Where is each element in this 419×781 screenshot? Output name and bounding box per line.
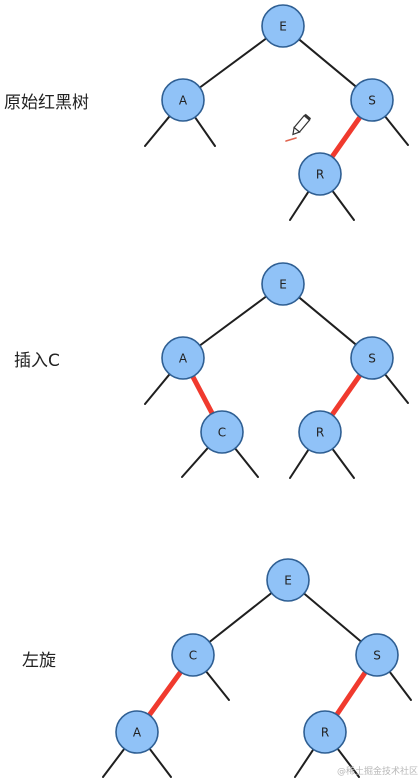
tree-node-r: R	[298, 152, 342, 196]
node-circle	[115, 710, 159, 754]
node-label: C	[189, 649, 197, 663]
stub-line-a	[102, 747, 126, 778]
node-label: S	[368, 352, 376, 366]
node-label: S	[368, 94, 376, 108]
stub-line-s	[384, 115, 409, 146]
edge-e-c	[208, 592, 273, 643]
node-circle	[200, 410, 244, 454]
stub-line-s	[388, 670, 412, 701]
stub-line-c	[234, 447, 259, 478]
edge-e-a	[198, 37, 268, 89]
tree-node-s: S	[350, 78, 394, 122]
panel-3-label: 左旋	[22, 651, 56, 671]
node-label: E	[279, 278, 287, 292]
stub-line-c	[181, 446, 210, 478]
node-label: R	[316, 426, 324, 440]
tree-node-e: E	[266, 558, 310, 602]
edge-e-s	[303, 592, 362, 643]
node-label: C	[218, 426, 226, 440]
stub-line-r	[331, 189, 355, 221]
node-circle	[161, 78, 205, 122]
edge-e-s	[298, 296, 357, 346]
node-label: E	[284, 574, 292, 588]
tree-node-s: S	[355, 633, 399, 677]
stub-line-a	[193, 116, 216, 147]
stub-line-c	[205, 670, 230, 701]
tree-node-c: C	[200, 410, 244, 454]
edges-layer	[146, 37, 368, 718]
node-circle	[350, 336, 394, 380]
edge-c-a	[146, 669, 184, 718]
node-circle	[298, 152, 342, 196]
tree-node-a: A	[161, 336, 205, 380]
tree-node-a: A	[161, 78, 205, 122]
nodes-layer: E A S R E A S C R E C S A R	[115, 4, 399, 754]
node-label: R	[321, 726, 329, 740]
node-label: R	[316, 168, 324, 182]
stub-line-a	[144, 373, 171, 405]
node-circle	[266, 558, 310, 602]
stub-line-r	[331, 447, 355, 479]
node-circle	[171, 633, 215, 677]
tree-node-r: R	[298, 410, 342, 454]
stub-line-s	[384, 373, 409, 404]
pencil-mark	[285, 137, 297, 142]
tree-node-e: E	[261, 4, 305, 48]
stub-line-r	[336, 747, 360, 778]
stubs-layer	[102, 115, 412, 778]
node-label: S	[373, 649, 381, 663]
node-circle	[303, 710, 347, 754]
edge-s-r	[329, 372, 363, 418]
tree-node-r: R	[303, 710, 347, 754]
tree-node-c: C	[171, 633, 215, 677]
edge-s-r	[334, 669, 368, 718]
edge-e-a	[198, 295, 268, 347]
panel-2-label: 插入C	[14, 351, 60, 371]
watermark: @稀土掘金技术社区	[337, 765, 418, 777]
tree-node-a: A	[115, 710, 159, 754]
node-circle	[355, 633, 399, 677]
node-label: A	[179, 94, 188, 108]
edge-e-s	[298, 38, 357, 88]
node-circle	[350, 78, 394, 122]
stub-line-a	[148, 747, 172, 778]
panel-1-label: 原始红黑树	[4, 93, 89, 113]
stub-line-r	[289, 190, 310, 221]
node-label: A	[133, 726, 142, 740]
edge-s-r	[329, 114, 363, 160]
node-label: A	[179, 352, 188, 366]
pencil-icon	[292, 113, 312, 136]
node-circle	[161, 336, 205, 380]
tree-node-s: S	[350, 336, 394, 380]
stub-line-a	[144, 115, 171, 147]
node-circle	[298, 410, 342, 454]
stub-line-r	[289, 448, 310, 479]
edge-a-c	[190, 374, 215, 416]
node-label: E	[279, 20, 287, 34]
node-circle	[261, 4, 305, 48]
tree-node-e: E	[261, 262, 305, 306]
stub-line-r	[294, 748, 315, 778]
node-circle	[261, 262, 305, 306]
